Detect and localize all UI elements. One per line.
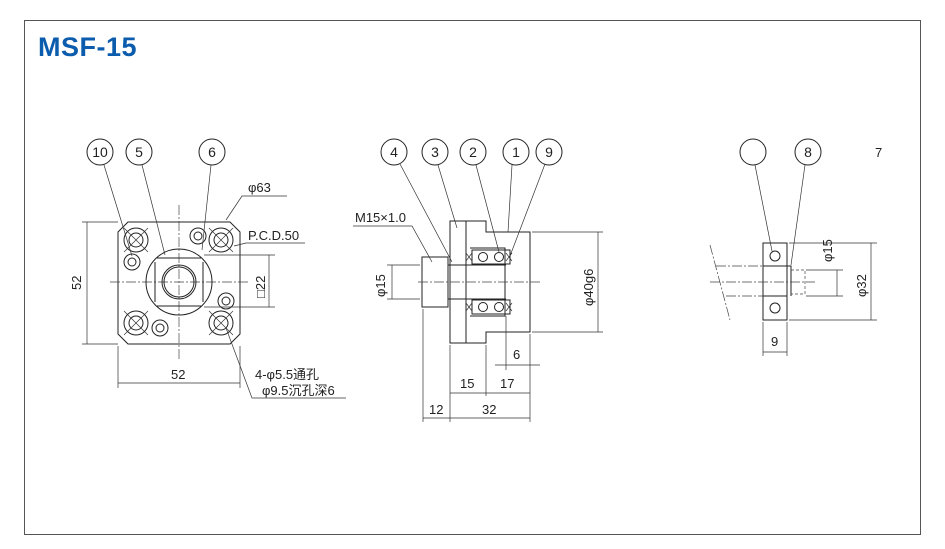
hole-note-line2: φ9.5沉孔深6 [262,383,335,398]
dim-6: 6 [513,347,520,362]
front-view: 52 52 φ63 P.C.D.50 □22 4-φ5.5通孔 φ9.5沉孔深6… [69,138,346,399]
dim-15: 15 [460,376,474,391]
hub-circle [145,248,213,316]
counterbore-holes [123,227,234,336]
dim-17: 17 [500,376,514,391]
dim-shaft-dia: φ15 [373,274,388,297]
support-bearing [762,242,788,321]
small-holes [123,227,235,337]
dim-32: 32 [482,402,496,417]
hole-note-line1: 4-φ5.5通孔 [255,367,319,382]
balloon-1: 1 [512,144,520,160]
dim-height-52: 52 [69,276,84,290]
bearings [465,249,513,315]
dim-square: □22 [253,276,268,298]
support-view: φ32 φ15 9 8 7 [709,138,882,356]
drawing-frame [24,20,921,535]
dim-width-52: 52 [171,367,185,382]
balloon-9: 9 [545,144,553,160]
balloon-8: 8 [804,144,812,160]
balloon-3: 3 [431,144,439,160]
thread-label: M15×1.0 [355,210,406,225]
flange-plate [117,221,241,345]
balloon-5: 5 [135,144,143,160]
balloon-4: 4 [390,144,398,160]
page-title: MSF-15 [38,32,138,62]
balloon-6: 6 [208,144,216,160]
label-7: 7 [875,145,882,160]
balloon-10: 10 [92,144,108,160]
side-view: φ15 φ40g6 6 15 17 12 32 M15×1.0 4 3 2 1 … [353,138,603,422]
dim-inner-dia: φ15 [820,239,835,262]
housing [449,220,531,344]
dim-12: 12 [429,402,443,417]
dim-flange-dia: φ63 [248,180,271,195]
dim-housing-dia: φ40g6 [581,269,596,306]
balloon-2: 2 [469,144,477,160]
dim-outer-dia: φ32 [854,274,869,297]
dim-pcd: P.C.D.50 [248,228,299,243]
dim-width-9: 9 [771,334,778,349]
